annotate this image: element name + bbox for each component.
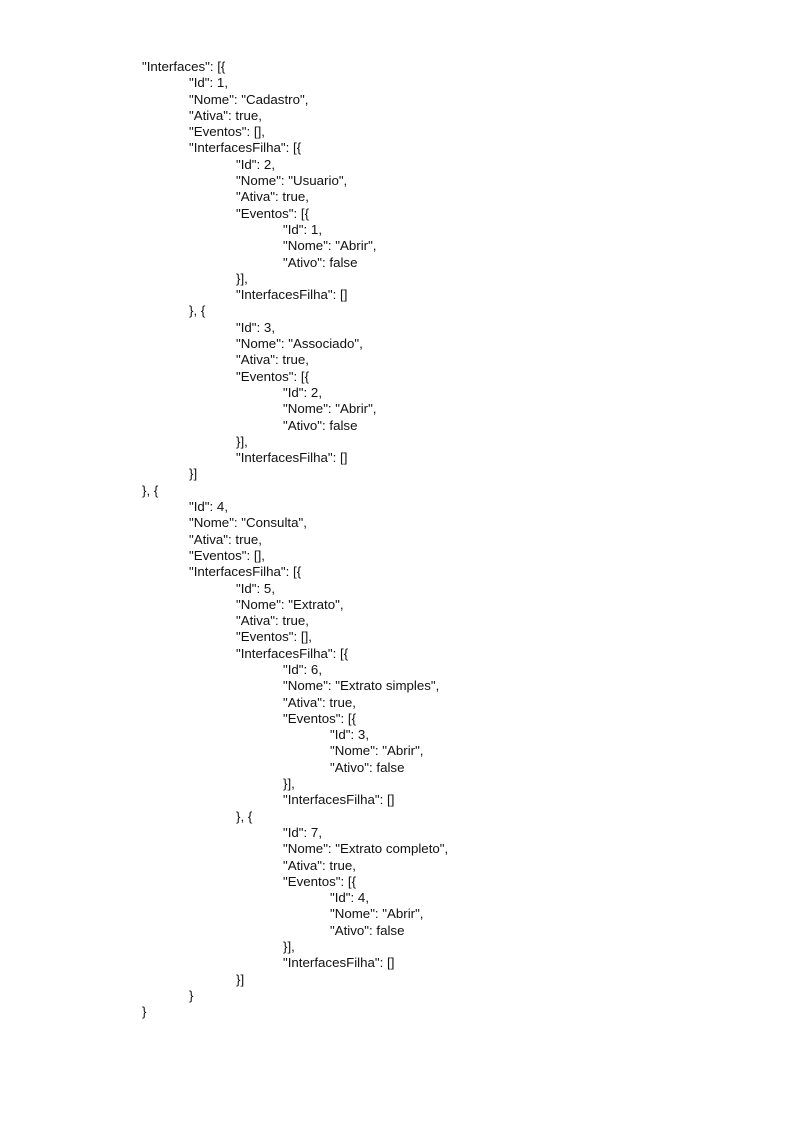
code-line: "Nome": "Abrir",	[330, 743, 424, 759]
code-line: "Ativa": true,	[236, 613, 309, 629]
code-line: "InterfacesFilha": [{	[236, 645, 349, 661]
code-line: }],	[236, 270, 248, 286]
code-line: "Id": 4,	[189, 499, 229, 515]
code-line: }],	[236, 433, 248, 449]
code-line: }],	[283, 776, 295, 792]
code-line: "Nome": "Usuario",	[236, 173, 348, 189]
code-line: "Id": 3,	[330, 727, 370, 743]
code-line: "InterfacesFilha": []	[236, 287, 348, 303]
code-line: }, {	[142, 482, 159, 498]
code-line: "Eventos": [{	[283, 873, 357, 889]
code-line: "Ativa": true,	[189, 107, 262, 123]
code-line: "Id": 6,	[283, 661, 323, 677]
json-code-block: "Interfaces": [{"Id": 1,"Nome": "Cadastr…	[142, 59, 448, 1021]
code-line: "Eventos": [{	[283, 710, 357, 726]
code-line: "Id": 1,	[189, 75, 229, 91]
code-line: "InterfacesFilha": [{	[189, 564, 302, 580]
code-line: "Eventos": [{	[236, 205, 310, 221]
code-line: "Nome": "Cadastro",	[189, 91, 309, 107]
code-line: "Nome": "Abrir",	[283, 238, 377, 254]
code-line: "Ativa": true,	[236, 352, 309, 368]
code-line: }, {	[189, 303, 206, 319]
code-line: }, {	[236, 808, 253, 824]
code-line: "Eventos": [],	[189, 547, 265, 563]
code-line: "Nome": "Consulta",	[189, 515, 307, 531]
code-line: "Id": 5,	[236, 580, 276, 596]
code-line: }	[142, 1004, 147, 1020]
code-line: "InterfacesFilha": []	[283, 792, 395, 808]
code-line: "Eventos": [{	[236, 368, 310, 384]
code-line: "Ativo": false	[283, 417, 358, 433]
code-line: "Id": 1,	[283, 221, 323, 237]
code-line: "Nome": "Extrato completo",	[283, 841, 449, 857]
code-line: "Ativo": false	[330, 922, 405, 938]
code-line: "Ativo": false	[283, 254, 358, 270]
code-line: "InterfacesFilha": []	[283, 955, 395, 971]
code-line: "Ativa": true,	[236, 189, 309, 205]
code-line: "Eventos": [],	[189, 124, 265, 140]
code-line: }],	[283, 939, 295, 955]
code-line: "Ativa": true,	[283, 857, 356, 873]
code-line: }]	[189, 466, 198, 482]
code-line: "Nome": "Extrato",	[236, 596, 344, 612]
code-line: "Ativa": true,	[283, 694, 356, 710]
code-line: "Id": 7,	[283, 824, 323, 840]
code-line: "Id": 3,	[236, 319, 276, 335]
code-line: "Nome": "Extrato simples",	[283, 678, 440, 694]
code-line: "Eventos": [],	[236, 629, 312, 645]
code-line: }]	[236, 971, 245, 987]
code-line: "InterfacesFilha": []	[236, 450, 348, 466]
code-line: "Nome": "Associado",	[236, 336, 363, 352]
code-line: "Ativa": true,	[189, 531, 262, 547]
code-line: "Interfaces": [{	[142, 59, 226, 74]
code-line: "Nome": "Abrir",	[330, 906, 424, 922]
code-line: "Ativo": false	[330, 759, 405, 775]
code-line: "Id": 4,	[330, 890, 370, 906]
code-line: }	[189, 987, 194, 1003]
code-line: "InterfacesFilha": [{	[189, 140, 302, 156]
code-line: "Id": 2,	[283, 384, 323, 400]
code-line: "Nome": "Abrir",	[283, 401, 377, 417]
code-line: "Id": 2,	[236, 156, 276, 172]
